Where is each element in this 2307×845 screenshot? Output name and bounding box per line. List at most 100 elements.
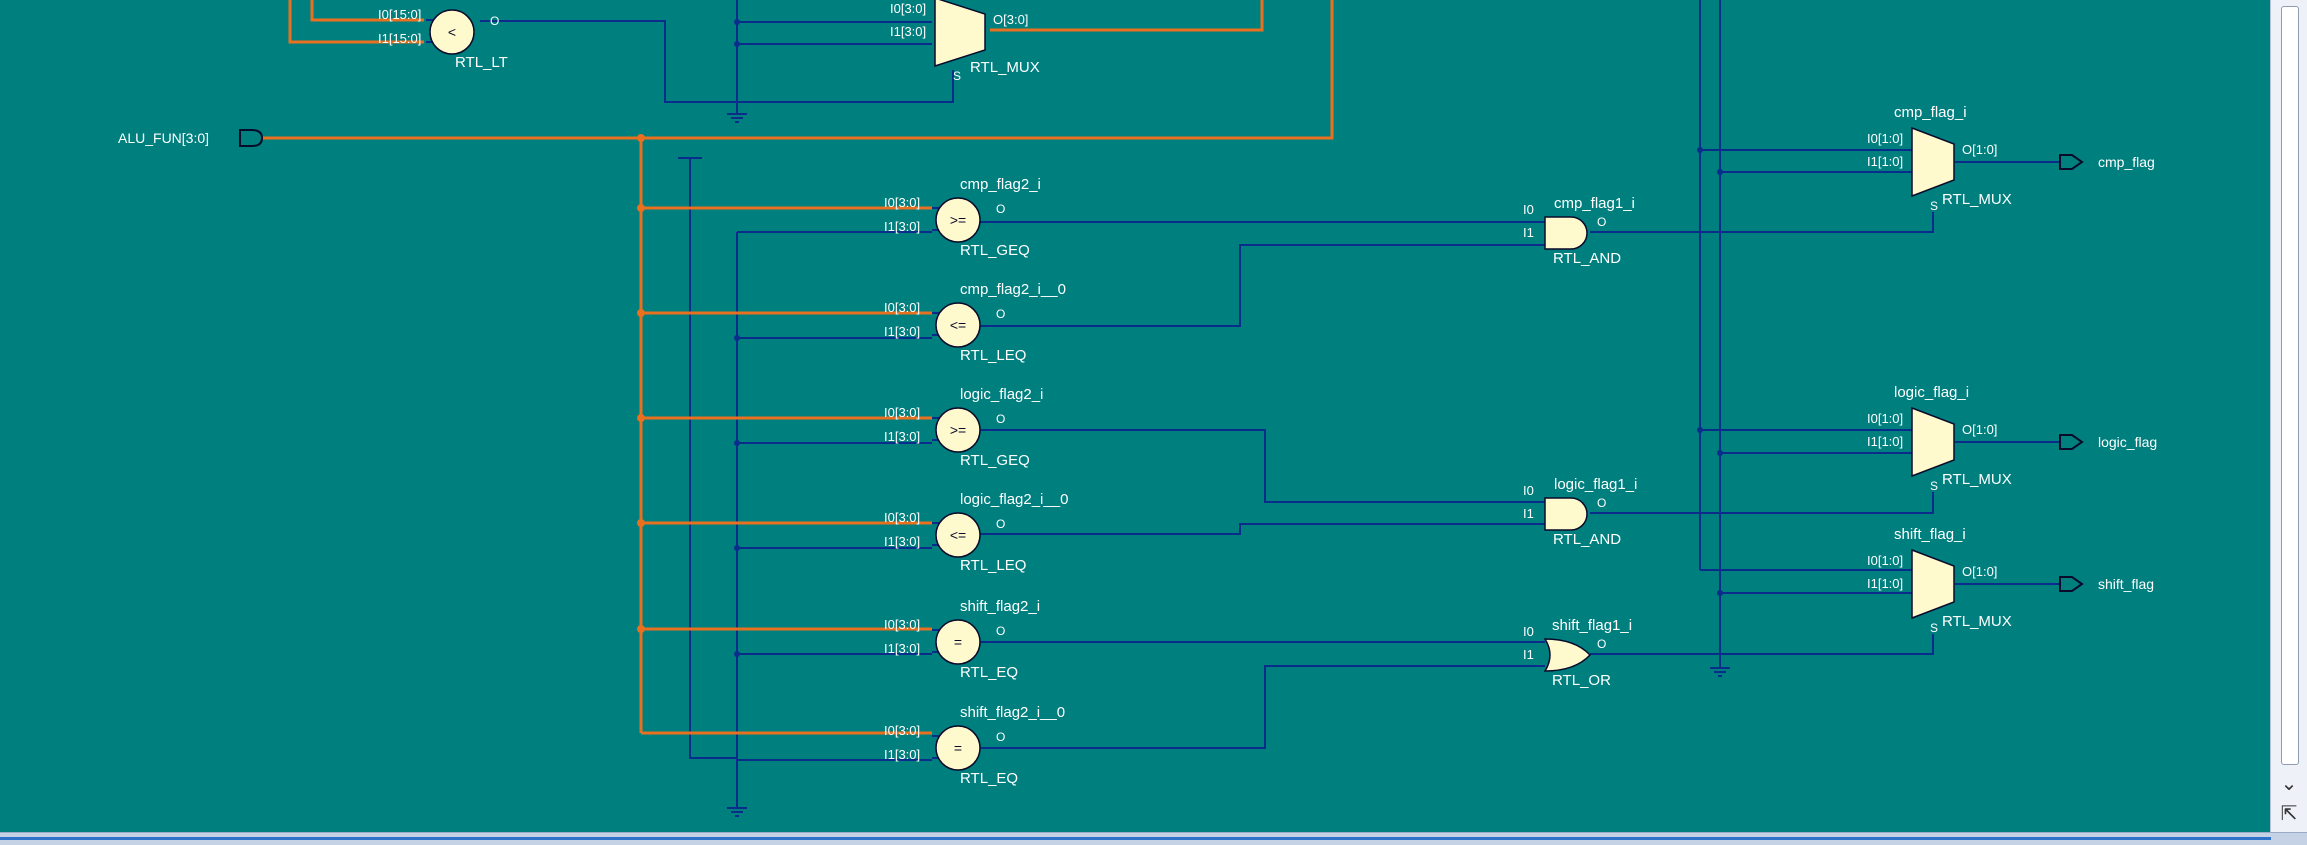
pin-label: O	[996, 730, 1005, 744]
wire	[1590, 634, 1934, 655]
instance-name: logic_flag_i	[1894, 384, 1969, 401]
junction-dot	[734, 41, 740, 47]
cell-type: RTL_EQ	[960, 770, 1018, 787]
junction-dot	[734, 545, 740, 551]
input-port-alu-fun[interactable]: ALU_FUN[3:0]	[118, 129, 264, 147]
junction-dot	[1697, 427, 1703, 433]
cell-type: RTL_LEQ	[960, 557, 1026, 574]
vertical-scrollbar[interactable]: ⌄ ⇱	[2270, 0, 2307, 833]
pin-label: O	[996, 517, 1005, 531]
pin-label: I1	[1523, 225, 1534, 240]
wire	[689, 158, 737, 759]
scrollbar-thumb[interactable]	[2281, 6, 2299, 765]
mux-body	[1911, 548, 1955, 620]
operator-symbol: <	[448, 24, 456, 40]
output-port-icon	[2059, 576, 2084, 592]
chevron-down-icon[interactable]: ⌄	[2280, 773, 2298, 795]
pin-label: I0	[1523, 202, 1534, 217]
pin-label: O	[490, 14, 499, 28]
input-port-label: ALU_FUN[3:0]	[118, 130, 209, 146]
instance-name: cmp_flag2_i	[960, 176, 1041, 193]
operator-symbol: >=	[950, 212, 966, 228]
mux-body	[1911, 126, 1955, 198]
scrollbar-track	[0, 837, 2271, 840]
operator-symbol: =	[954, 740, 962, 756]
pin-label: I0[1:0]	[1867, 131, 1903, 146]
cell-type: RTL_MUX	[1942, 471, 2012, 488]
junction-layer	[637, 134, 645, 633]
comparator-body	[935, 512, 981, 558]
junction-dot	[637, 414, 645, 422]
output-port-cmp-flag[interactable]: cmp_flag	[2059, 154, 2155, 170]
and-gate-body	[1544, 216, 1588, 250]
comparator-body	[935, 725, 981, 771]
pin-label: O	[1597, 215, 1606, 229]
bus-wire	[288, 0, 424, 44]
pin-label: O[3:0]	[993, 12, 1028, 27]
arrow-up-left-icon[interactable]: ⇱	[2280, 803, 2298, 825]
cell-type: RTL_AND	[1553, 250, 1621, 267]
mux-body	[934, 0, 986, 68]
horizontal-scrollbar[interactable]	[0, 832, 2307, 845]
pin-label: I1[1:0]	[1867, 154, 1903, 169]
pin-label: I0	[1523, 624, 1534, 639]
comparator-body	[429, 9, 475, 55]
output-port-shift-flag[interactable]: shift_flag	[2059, 576, 2154, 592]
pin-label: I1	[1523, 506, 1534, 521]
cell-type: RTL_AND	[1553, 531, 1621, 548]
output-port-icon	[2059, 434, 2084, 450]
pin-label: I0[3:0]	[884, 723, 920, 738]
junction-dot	[637, 134, 645, 142]
operator-symbol: <=	[950, 527, 966, 543]
cell-type: RTL_MUX	[1942, 613, 2012, 630]
operator-symbol: >=	[950, 422, 966, 438]
pin-label: I0[3:0]	[884, 510, 920, 525]
pin-label: S	[1930, 621, 1938, 635]
pin-label: O	[996, 307, 1005, 321]
wire	[980, 665, 1545, 749]
pin-label: I1[15:0]	[378, 31, 421, 46]
pin-label: I1[3:0]	[884, 324, 920, 339]
cell-type: RTL_EQ	[960, 664, 1018, 681]
wire	[1590, 492, 1934, 514]
output-port-label: cmp_flag	[2098, 154, 2155, 170]
bus-wire	[310, 0, 424, 22]
output-port-label: shift_flag	[2098, 576, 2154, 592]
instance-name: cmp_flag2_i__0	[960, 281, 1066, 298]
pin-label: I1[3:0]	[884, 219, 920, 234]
instance-name: shift_flag1_i	[1552, 617, 1632, 634]
instance-name: shift_flag2_i__0	[960, 704, 1065, 721]
junction-dot	[1697, 147, 1703, 153]
pin-label: S	[1930, 199, 1938, 213]
output-port-logic-flag[interactable]: logic_flag	[2059, 434, 2157, 450]
junction-dot	[637, 204, 645, 212]
pin-label: I1[3:0]	[884, 429, 920, 444]
pin-label: S	[1930, 479, 1938, 493]
pin-label: I0[1:0]	[1867, 553, 1903, 568]
pin-label: I0[3:0]	[884, 617, 920, 632]
pin-label: O[1:0]	[1962, 142, 1997, 157]
comparator-body	[935, 619, 981, 665]
junction-dot	[637, 519, 645, 527]
bus-layer	[262, 0, 1334, 735]
wire	[980, 429, 1545, 503]
pin-label: I1[3:0]	[884, 641, 920, 656]
pin-label: I1[1:0]	[1867, 434, 1903, 449]
wire	[480, 20, 954, 103]
pin-label: I1[3:0]	[890, 24, 926, 39]
